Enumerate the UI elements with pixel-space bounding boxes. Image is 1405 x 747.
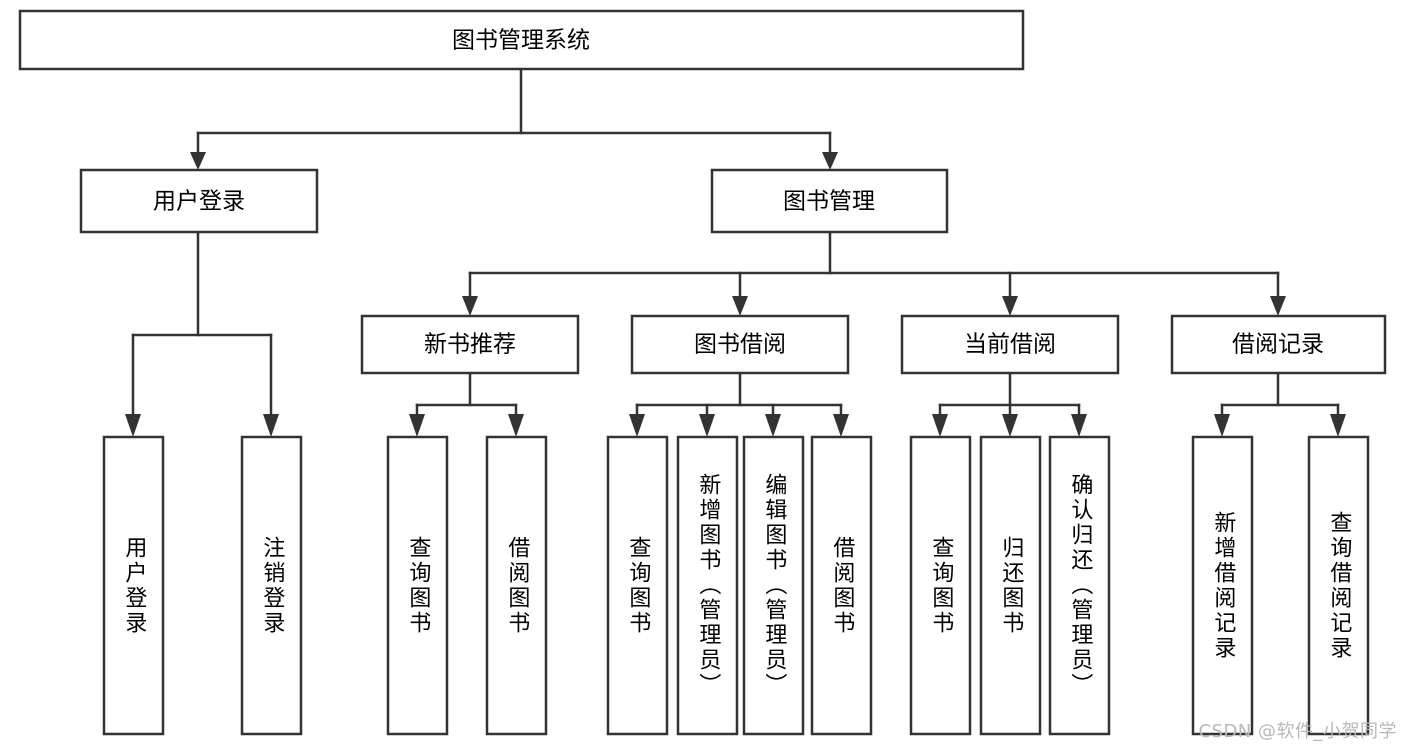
arrow-head-leaf-return-book	[1002, 414, 1018, 437]
node-root-label: 图书管理系统	[452, 28, 590, 54]
node-leaf-add-borrow-record[interactable]	[1191, 435, 1254, 736]
arrow-head-leaf-query-book-1	[409, 414, 425, 437]
arrow-head-current-borrow	[1002, 296, 1018, 316]
node-leaf-add-book[interactable]	[676, 435, 739, 736]
node-current-borrow-label: 当前借阅	[964, 332, 1056, 358]
arrow-head-leaf-borrow-book-2	[833, 414, 849, 437]
arrow-head-leaf-query-book-3	[932, 414, 948, 437]
node-root[interactable]	[18, 9, 1025, 71]
node-book-manage-label: 图书管理	[783, 189, 875, 215]
arrow-head-leaf-user-login	[125, 414, 141, 437]
arrow-head-leaf-borrow-book-1	[508, 414, 524, 437]
arrow-head-new-book-recommend	[462, 296, 478, 316]
node-leaf-query-book-1[interactable]	[386, 435, 449, 736]
node-book-borrow-label: 图书借阅	[694, 332, 786, 358]
node-leaf-edit-book[interactable]	[742, 435, 805, 736]
node-leaf-borrow-book-1[interactable]	[485, 435, 548, 736]
arrow-head-leaf-add-borrow-record	[1214, 414, 1230, 437]
node-book-manage[interactable]	[710, 168, 949, 234]
node-current-borrow[interactable]	[900, 314, 1120, 375]
node-leaf-return-book[interactable]	[979, 435, 1042, 736]
arrow-head-leaf-query-book-2	[629, 414, 645, 437]
node-user-login[interactable]	[79, 168, 319, 234]
connector-layer	[125, 67, 1346, 437]
node-leaf-logout-login[interactable]	[240, 435, 303, 736]
arrow-head-book-borrow	[732, 296, 748, 316]
node-borrow-record-label: 借阅记录	[1232, 332, 1324, 358]
node-leaf-query-book-3[interactable]	[909, 435, 972, 736]
node-leaf-confirm-return[interactable]	[1048, 435, 1111, 736]
node-leaf-query-book-2[interactable]	[606, 435, 669, 736]
arrow-head-leaf-logout-login	[263, 414, 279, 437]
arrow-head-book-manage	[822, 152, 838, 170]
node-book-borrow[interactable]	[630, 314, 850, 375]
arrow-head-user-login	[190, 152, 206, 170]
node-leaf-query-borrow-record[interactable]	[1307, 435, 1370, 736]
node-new-book-recommend-label: 新书推荐	[424, 332, 516, 358]
node-leaf-user-login[interactable]	[102, 435, 165, 736]
arrow-head-leaf-query-borrow-record	[1330, 414, 1346, 437]
node-borrow-record[interactable]	[1170, 314, 1387, 375]
arrow-head-leaf-confirm-return	[1071, 414, 1087, 437]
arrow-head-leaf-edit-book	[765, 414, 781, 437]
arrow-head-leaf-add-book	[699, 414, 715, 437]
node-leaf-borrow-book-2[interactable]	[810, 435, 873, 736]
node-new-book-recommend[interactable]	[360, 314, 580, 375]
node-user-login-label: 用户登录	[153, 189, 245, 215]
node-layer: 图书管理系统 用户登录 图书管理 新书推荐 图书借阅 当前借阅 借阅记录	[18, 9, 1387, 736]
arrow-head-borrow-record	[1270, 296, 1286, 316]
